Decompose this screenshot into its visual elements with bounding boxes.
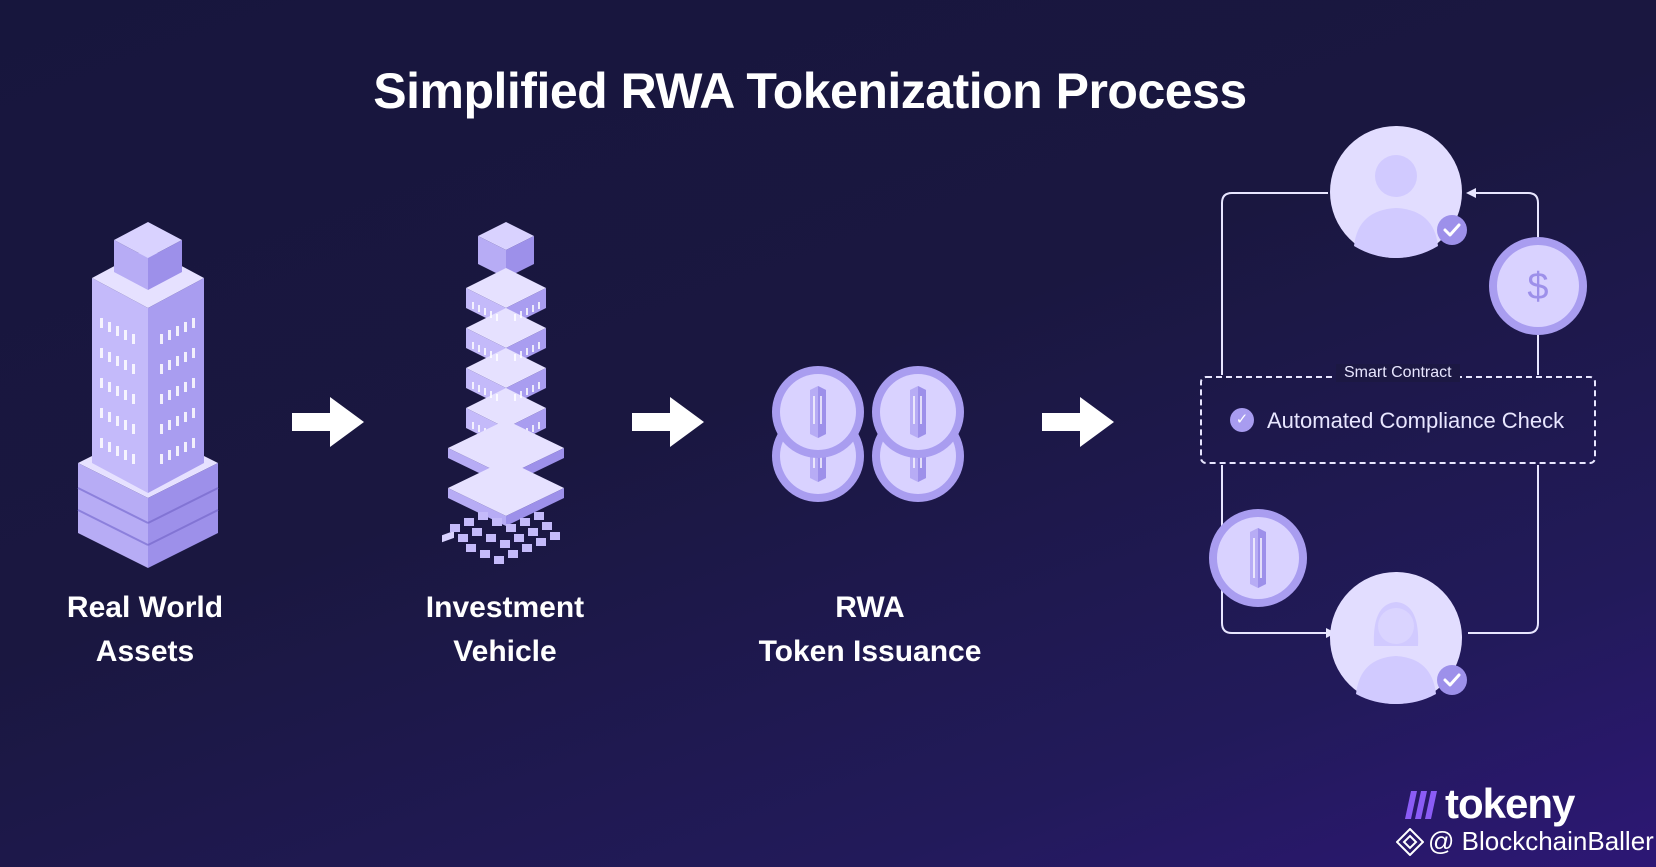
verified-check-icon — [1437, 215, 1467, 245]
brand-logo-text: tokeny — [1445, 780, 1575, 827]
step-label-line: Assets — [95, 635, 195, 668]
author-handle: @ BlockchainBaller — [1428, 826, 1654, 856]
step-label-line: Investment — [425, 591, 585, 624]
step-label-line: RWA — [835, 591, 905, 624]
building-icon — [77, 222, 219, 568]
dollar-coin-icon: $ — [1489, 237, 1587, 335]
fractional-building-icon — [442, 222, 564, 564]
step-label-line: Token Issuance — [758, 635, 982, 668]
step-label-real-world-assets: Real World Assets — [40, 586, 250, 674]
diamond-logo-icon — [1396, 828, 1424, 856]
page-title: Simplified RWA Tokenization Process — [373, 63, 1247, 119]
asset-token-icon — [1209, 509, 1307, 607]
right-arrow-icon — [292, 397, 364, 447]
verified-check-icon — [1437, 665, 1467, 695]
step-label-line: Real World — [66, 591, 224, 624]
step-label-token-issuance: RWA Token Issuance — [740, 586, 1000, 674]
compliance-check-label: Automated Compliance Check — [1267, 408, 1565, 433]
right-arrow-icon — [1042, 397, 1114, 447]
tokeny-logo-icon — [1405, 791, 1437, 819]
tokens-icon — [772, 366, 964, 502]
investor-avatar-icon — [1330, 126, 1462, 258]
svg-text:$: $ — [1527, 266, 1548, 308]
right-arrow-icon — [632, 397, 704, 447]
check-circle-icon: ✓ — [1230, 408, 1254, 432]
exchange-loop-lines — [1221, 188, 1539, 638]
smart-contract-title: Smart Contract — [1336, 364, 1460, 382]
investor-avatar-icon — [1330, 572, 1462, 704]
step-label-line: Vehicle — [453, 635, 557, 668]
step-label-investment-vehicle: Investment Vehicle — [400, 586, 610, 674]
